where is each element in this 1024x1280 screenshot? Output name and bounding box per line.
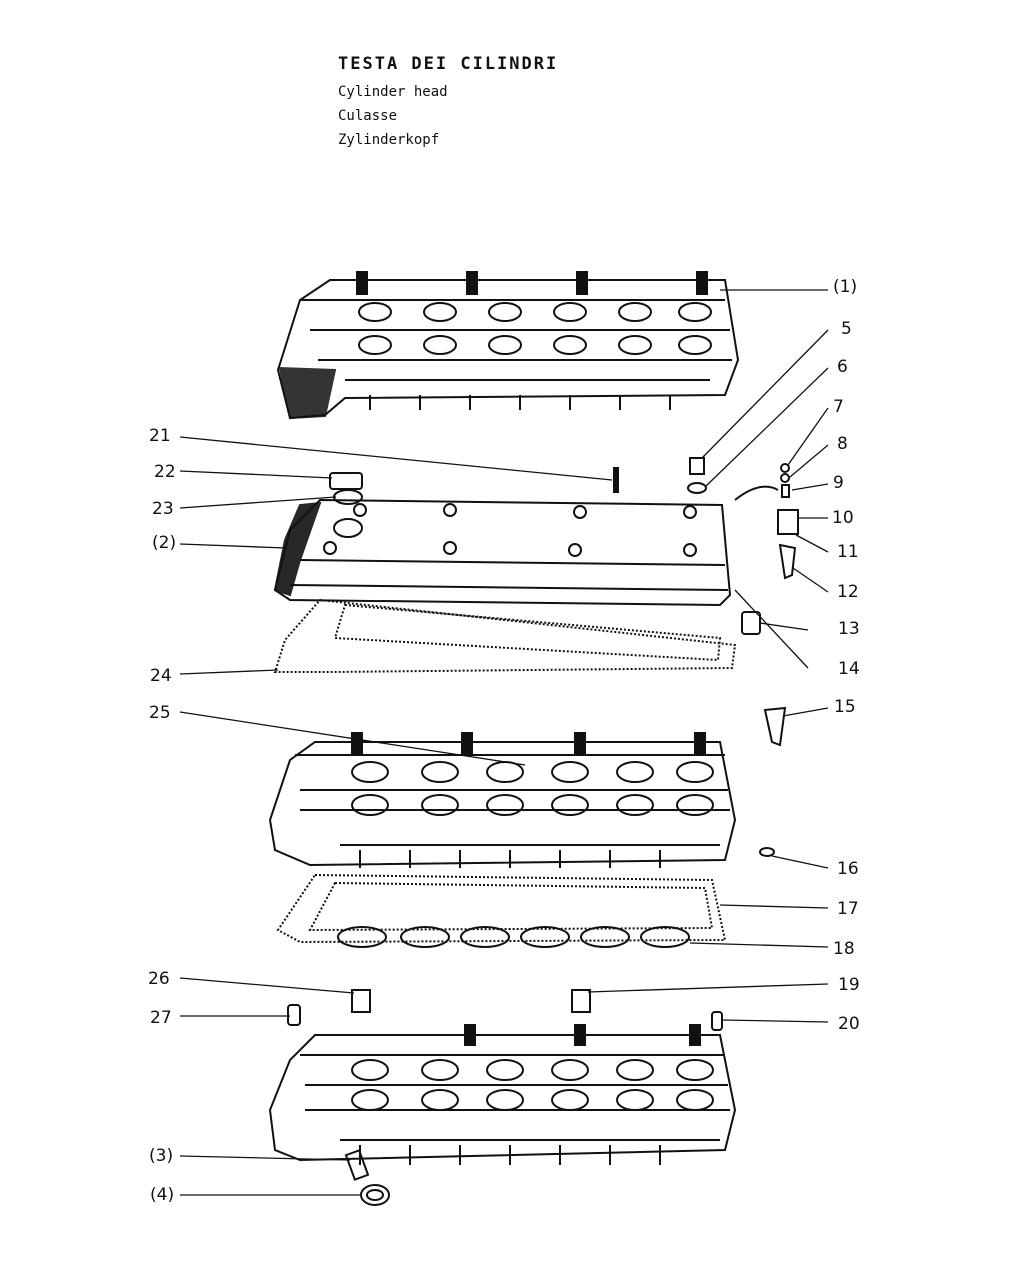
manifold-gasket: [337, 926, 690, 948]
callout-5: 5: [841, 319, 852, 339]
cylinder-head-top: [276, 271, 740, 420]
title-german: Zylinderkopf: [338, 132, 440, 148]
title-block: TESTA DEI CILINDRI Cylinder head Culasse…: [338, 54, 558, 152]
cover-gasket: [273, 598, 737, 673]
cylinder-head-bottom: [268, 1024, 737, 1165]
leader-lines: [179, 289, 829, 1196]
callout-19: 19: [838, 975, 860, 995]
small-parts-top: [613, 457, 799, 635]
title-italian: TESTA DEI CILINDRI: [338, 54, 559, 74]
callout-1: (1): [833, 277, 857, 297]
callout-18: 18: [833, 939, 855, 959]
callout-11: 11: [837, 542, 859, 562]
callout-24: 24: [150, 666, 172, 686]
callout-13: 13: [838, 619, 860, 639]
callout-15: 15: [834, 697, 856, 717]
small-parts-middle: [759, 706, 787, 857]
callout-4: (4): [150, 1185, 174, 1205]
callout-27: 27: [150, 1008, 172, 1028]
head-gasket: [276, 873, 727, 944]
callout-8: 8: [837, 434, 848, 454]
cam-cover: [273, 498, 732, 607]
small-parts-bottom: [287, 989, 723, 1206]
callout-10: 10: [832, 508, 854, 528]
callout-3: (3): [149, 1146, 173, 1166]
callout-9: 9: [833, 473, 844, 493]
callout-25: 25: [149, 703, 171, 723]
callout-labels: (1) 5 6 7 8 9 10 11 12 13 14 15 16 17 18…: [148, 277, 860, 1205]
callout-7: 7: [833, 397, 844, 417]
callout-22: 22: [154, 462, 176, 482]
cylinder-head-middle: [268, 732, 737, 868]
callout-26: 26: [148, 969, 170, 989]
title-english: Cylinder head: [338, 84, 448, 100]
callout-14: 14: [838, 659, 860, 679]
callout-2: (2): [152, 533, 176, 553]
callout-21: 21: [149, 426, 171, 446]
callout-20: 20: [838, 1014, 860, 1034]
callout-6: 6: [837, 357, 848, 377]
title-french: Culasse: [338, 108, 398, 124]
callout-23: 23: [152, 499, 174, 519]
callout-16: 16: [837, 859, 859, 879]
callout-12: 12: [837, 582, 859, 602]
callout-17: 17: [837, 899, 859, 919]
